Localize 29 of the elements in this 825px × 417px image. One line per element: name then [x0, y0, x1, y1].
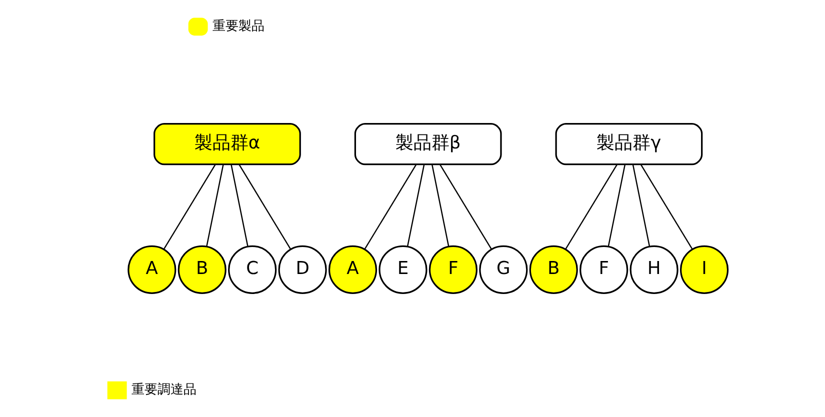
- connector: [230, 164, 248, 247]
- node-box: 製品群β: [354, 123, 502, 166]
- node-box: 製品群α: [154, 123, 301, 166]
- connector: [406, 164, 425, 247]
- node-circle: F: [428, 245, 478, 294]
- connector: [640, 164, 693, 250]
- node-circle: B: [178, 245, 226, 294]
- connector: [565, 164, 618, 250]
- node-circle: A: [128, 245, 176, 294]
- connector: [238, 164, 292, 250]
- connector: [440, 164, 492, 250]
- node-circle: I: [680, 245, 729, 294]
- node-circle: H: [630, 245, 678, 294]
- node-circle: D: [278, 245, 327, 294]
- node-circle: E: [378, 245, 428, 294]
- connector: [608, 164, 626, 247]
- connector: [364, 164, 417, 250]
- node-circle: G: [479, 245, 528, 294]
- legend-label: 重要製品: [212, 18, 265, 34]
- connector: [206, 164, 224, 247]
- node-circle: C: [228, 245, 277, 294]
- connector: [163, 164, 216, 250]
- legend-label: 重要調達品: [132, 382, 197, 398]
- node-box: 製品群γ: [555, 123, 703, 166]
- connector: [431, 164, 450, 247]
- node-circle: B: [529, 245, 578, 294]
- node-circle: F: [580, 245, 628, 294]
- connector: [632, 164, 650, 247]
- node-circle: A: [328, 245, 378, 294]
